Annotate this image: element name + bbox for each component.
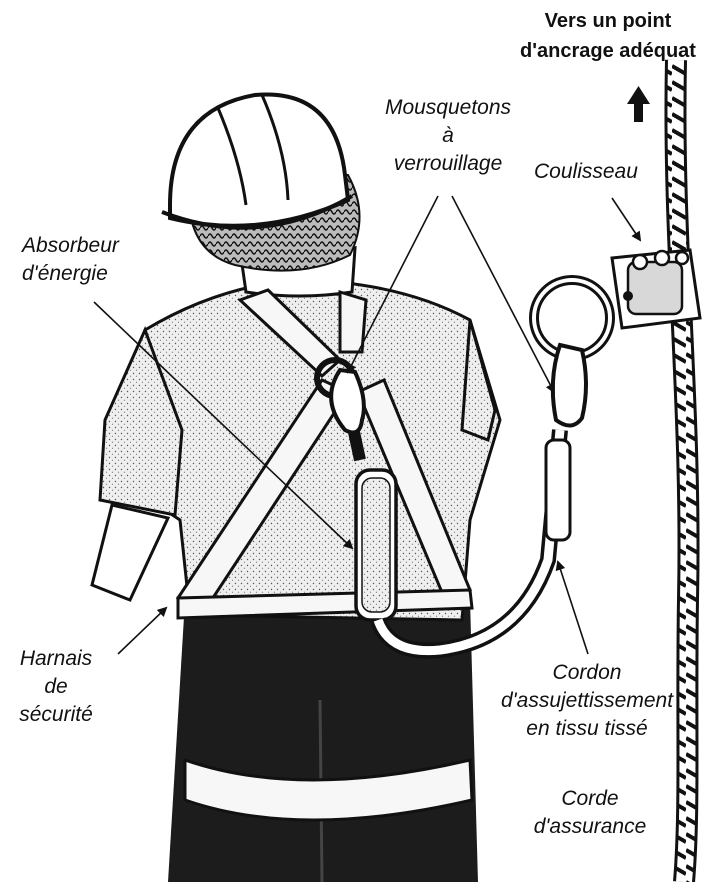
label-harness-line-2: de [0, 673, 112, 701]
label-lifeline-line-1: Corde [510, 785, 670, 813]
label-absorber-line-2: d'énergie [22, 260, 182, 288]
label-safety-harness: Harnais de sécurité [0, 645, 112, 729]
label-harness-line-1: Harnais [0, 645, 112, 673]
title-line-1: Vers un point [488, 6, 728, 36]
worker-figure [92, 94, 500, 882]
label-lifeline: Corde d'assurance [510, 785, 670, 841]
label-lanyard: Cordon d'assujettissement en tissu tissé [480, 659, 694, 743]
lifeline-rope [675, 60, 688, 882]
label-carabiners-line-1: Mousquetons [360, 94, 536, 122]
carabiner-lower [553, 345, 586, 426]
label-harness-line-3: sécurité [0, 701, 112, 729]
rope-grab-device [612, 250, 700, 328]
hard-hat [170, 94, 348, 225]
label-carabiners-line-3: verrouillage [360, 150, 536, 178]
arrow-up-icon [627, 86, 650, 122]
label-absorber-line-1: Absorbeur [22, 232, 182, 260]
label-lanyard-line-3: en tissu tissé [480, 715, 694, 743]
label-lanyard-line-2: d'assujettissement [480, 687, 694, 715]
label-rope-grab-text: Coulisseau [534, 158, 664, 186]
label-lanyard-line-1: Cordon [480, 659, 694, 687]
title-line-2: d'ancrage adéquat [488, 36, 728, 66]
anchor-direction-title: Vers un point d'ancrage adéquat [488, 6, 728, 66]
label-energy-absorber: Absorbeur d'énergie [22, 232, 182, 288]
label-lifeline-line-2: d'assurance [510, 813, 670, 841]
label-carabiners-line-2: à [360, 122, 536, 150]
label-rope-grab: Coulisseau [534, 158, 664, 186]
label-locking-carabiners: Mousquetons à verrouillage [360, 94, 536, 178]
